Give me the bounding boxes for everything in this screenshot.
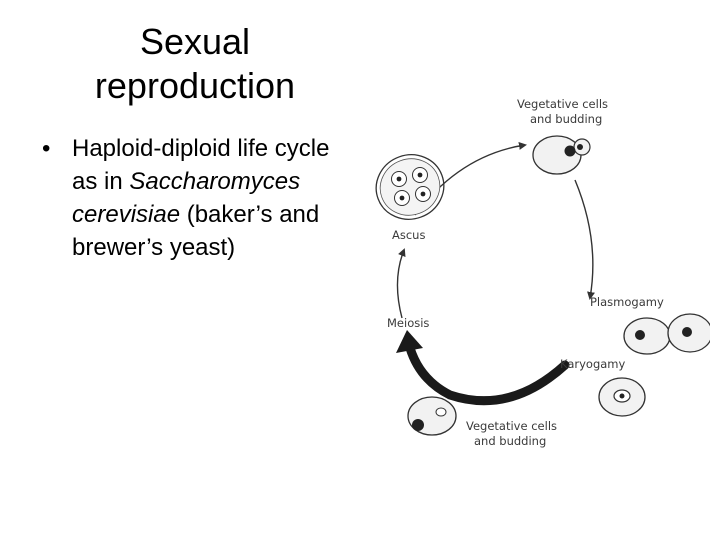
label-plasmogamy: Plasmogamy <box>590 295 664 309</box>
bullet-text: Haploid-diploid life cycle as in Sacchar… <box>72 132 340 264</box>
label-meiosis: Meiosis <box>387 316 429 330</box>
label-vegetative-bottom-line1: Vegetative cells <box>466 419 557 433</box>
karyogamy-cell <box>598 377 646 417</box>
cycle-arc-left <box>396 248 406 319</box>
vegetative-cell-top <box>532 135 591 175</box>
title-line-1: Sexual <box>139 21 251 62</box>
bullet-text-part2: (baker’s and brewer’s yeast) <box>72 201 320 261</box>
cycle-arc-right <box>574 179 595 300</box>
label-vegetative-bottom-line2: and budding <box>474 434 546 448</box>
slide-title: Sexual reproduction <box>60 20 330 108</box>
label-vegetative-top-line2: and budding <box>530 112 602 126</box>
bullet-item: • Haploid-diploid life cycle as in Sacch… <box>40 132 340 264</box>
title-line-2: reproduction <box>94 65 296 106</box>
ascus-illustration <box>375 154 445 220</box>
bullet-dot: • <box>42 135 51 162</box>
diploid-phase-arc <box>405 343 570 406</box>
label-vegetative-top-line1: Vegetative cells <box>517 97 608 111</box>
bullet-text-part1: Haploid-diploid life cycle as in <box>72 135 330 195</box>
yeast-life-cycle-diagram: Vegetative cells and budding Ascus Plasm… <box>375 97 710 448</box>
label-karyogamy: Karyogamy <box>560 357 626 371</box>
label-ascus: Ascus <box>392 228 425 242</box>
species-name: Saccharomyces cerevisiae <box>72 168 301 228</box>
diploid-phase-arrowhead <box>396 330 423 353</box>
vegetative-cell-bottom <box>407 396 457 436</box>
plasmogamy-cells <box>623 313 710 355</box>
